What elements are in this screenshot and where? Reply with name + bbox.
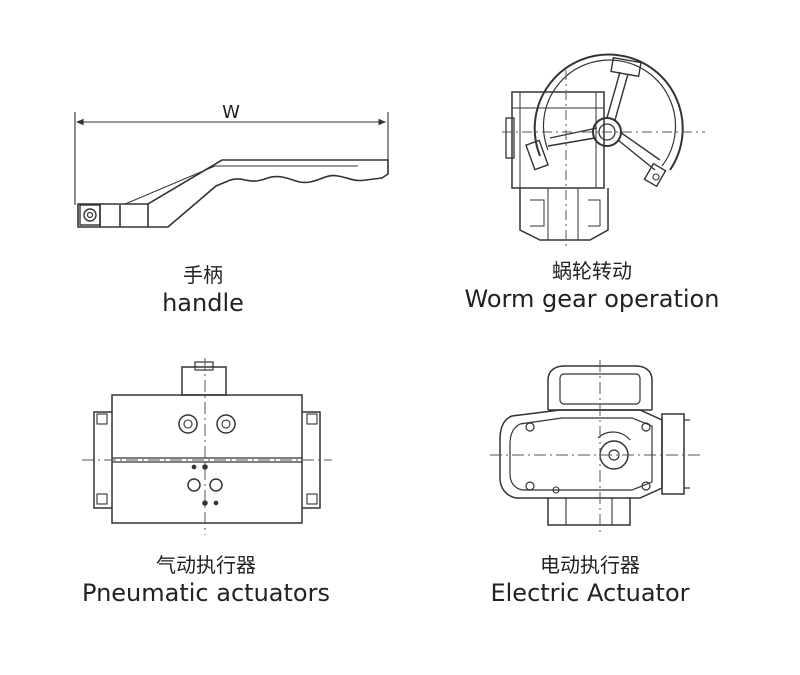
caption-pneumatic-cn: 气动执行器 — [156, 553, 256, 577]
pneumatic-actuator-drawing — [82, 358, 332, 535]
caption-worm-gear-cn: 蜗轮转动 — [552, 259, 632, 283]
caption-electric: 电动执行器 Electric Actuator — [410, 552, 770, 608]
caption-worm-gear-en: Worm gear operation — [464, 285, 720, 313]
caption-handle: 手柄 handle — [23, 262, 383, 318]
worm-gear-drawing — [502, 53, 705, 250]
electric-actuator-drawing — [490, 360, 700, 535]
caption-pneumatic: 气动执行器 Pneumatic actuators — [26, 552, 386, 608]
caption-electric-cn: 电动执行器 — [540, 553, 640, 577]
caption-handle-cn: 手柄 — [183, 263, 223, 287]
caption-pneumatic-en: Pneumatic actuators — [82, 579, 330, 607]
caption-electric-en: Electric Actuator — [490, 579, 690, 607]
caption-worm-gear: 蜗轮转动 Worm gear operation — [412, 258, 772, 314]
width-dimension-label: W — [222, 102, 240, 123]
caption-handle-en: handle — [162, 289, 244, 317]
handle-drawing: W — [74, 102, 389, 228]
